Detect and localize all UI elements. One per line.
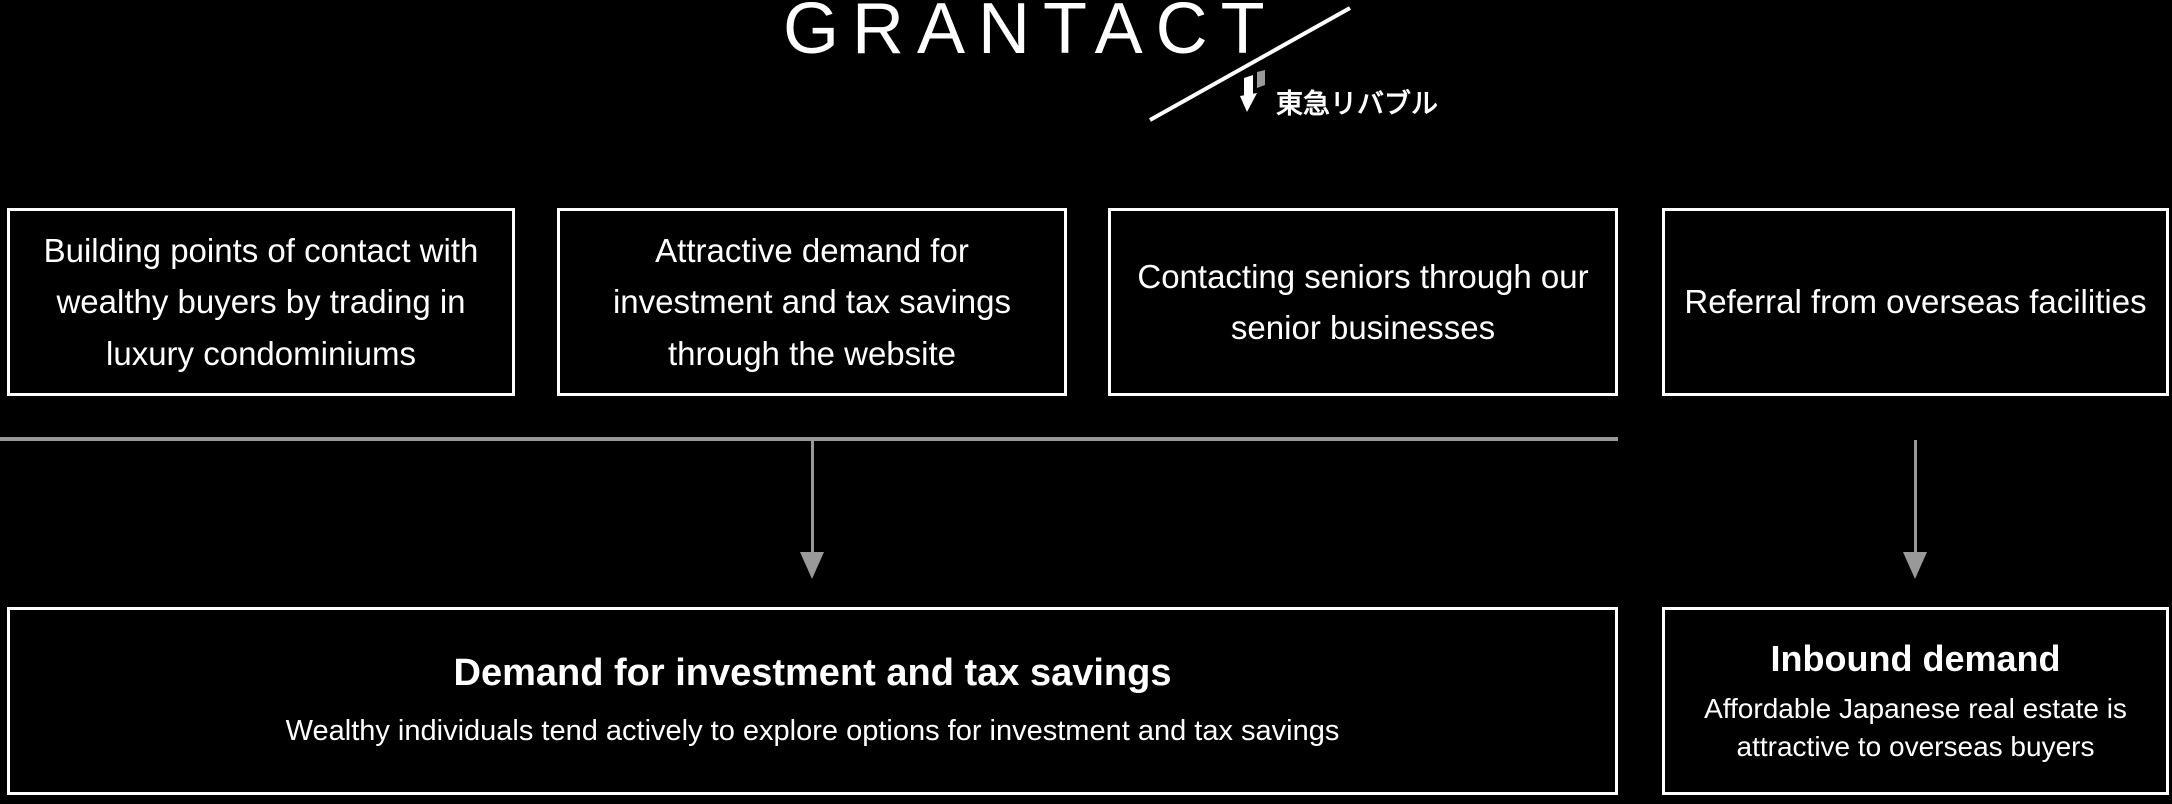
source-box-website-demand: Attractive demand for investment and tax… xyxy=(557,208,1067,396)
brand-logo-text: GRANTACT xyxy=(783,0,1278,69)
source-box-label: Building points of contact with wealthy … xyxy=(43,232,479,372)
down-arrow-head-icon xyxy=(800,552,824,579)
horizontal-connector-line xyxy=(0,437,1618,441)
company-logo: 東急リバブル xyxy=(1240,70,1438,121)
down-arrow-shaft xyxy=(1914,440,1917,554)
down-arrow-shaft xyxy=(811,440,814,554)
outcome-description: Affordable Japanese real estate is attra… xyxy=(1704,692,2127,762)
outcome-title: Demand for investment and tax savings xyxy=(453,651,1172,694)
outcome-box-investment-tax-savings: Demand for investment and tax savings We… xyxy=(7,607,1618,795)
source-box-luxury-condominiums: Building points of contact with wealthy … xyxy=(7,208,515,396)
source-box-senior-businesses: Contacting seniors through our senior bu… xyxy=(1108,208,1618,396)
source-box-overseas-referral: Referral from overseas facilities xyxy=(1662,208,2169,396)
down-arrow-head-icon xyxy=(1903,552,1927,579)
company-mark-icon xyxy=(1240,70,1265,112)
source-box-label: Contacting seniors through our senior bu… xyxy=(1137,257,1589,346)
outcome-description: Wealthy individuals tend actively to exp… xyxy=(285,715,1340,748)
source-box-label: Attractive demand for investment and tax… xyxy=(612,232,1012,372)
company-name: 東急リバブル xyxy=(1276,89,1438,120)
outcome-title: Inbound demand xyxy=(1770,637,2061,679)
source-box-label: Referral from overseas facilities xyxy=(1684,283,2147,321)
outcome-box-inbound-demand: Inbound demand Affordable Japanese real … xyxy=(1662,607,2169,795)
